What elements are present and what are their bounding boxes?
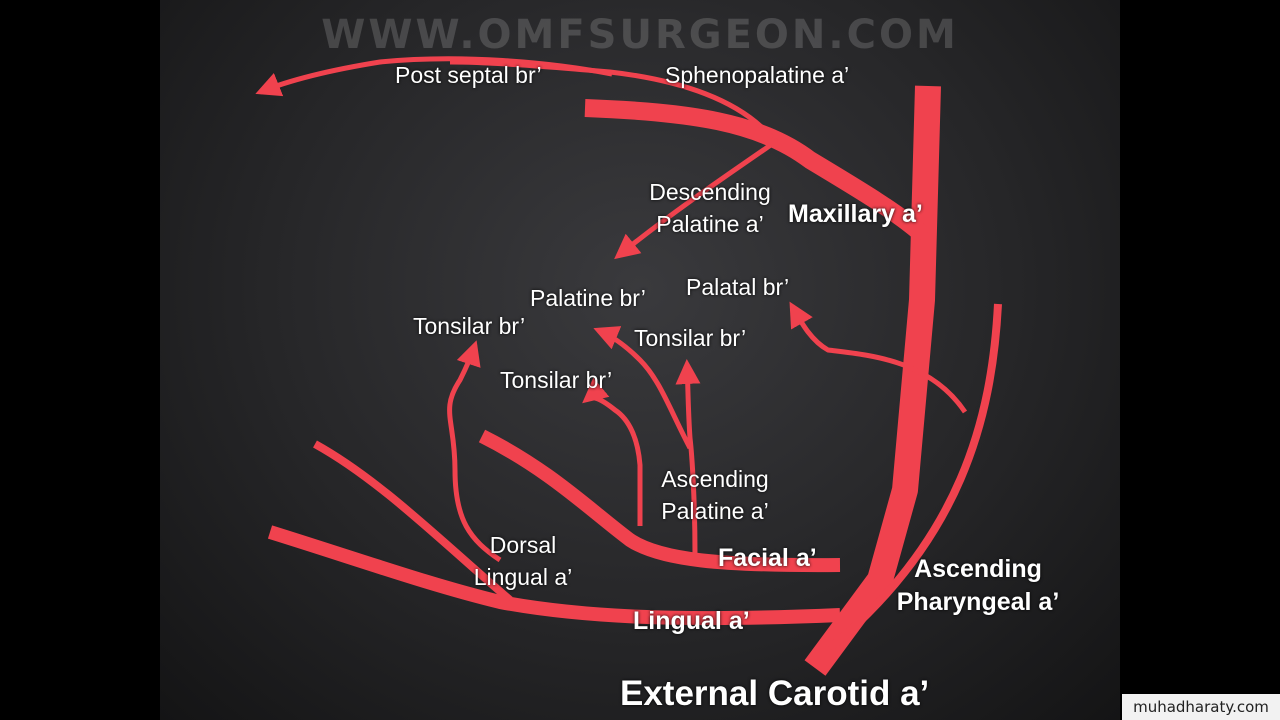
- post-septal-branch: [255, 56, 613, 97]
- artery-diagram: [255, 56, 1002, 676]
- watermark: WWW.OMFSURGEON.COM: [321, 12, 959, 58]
- lingual-artery: [267, 525, 841, 626]
- label-tonsilar-left: Tonsilar br’: [413, 313, 526, 339]
- label-maxillary: Maxillary a’: [788, 200, 923, 228]
- lingual-upper-branch: [313, 440, 513, 604]
- site-tag: muhadharaty.com: [1122, 694, 1280, 720]
- label-ascending-palatine-2: Palatine a’: [661, 498, 769, 524]
- palatal-branch: [789, 301, 968, 414]
- label-descending-1: Descending: [649, 179, 771, 205]
- label-asc-pharyngeal-1: Ascending: [914, 555, 1042, 583]
- palatine-branch: [593, 326, 693, 450]
- label-palatine-br: Palatine br’: [530, 285, 646, 311]
- facial-artery: [478, 429, 841, 573]
- label-asc-pharyngeal-2: Pharyngeal a’: [896, 588, 1060, 616]
- maxillary-artery: [584, 99, 931, 243]
- descending-palatine-artery: [614, 137, 780, 260]
- label-tonsilar-mid: Tonsilar br’: [500, 367, 613, 393]
- label-dorsal-2: Lingual a’: [473, 564, 573, 590]
- ascending-pharyngeal-artery: [827, 303, 1002, 652]
- label-ascending-palatine-1: Ascending: [661, 466, 769, 492]
- label-palatal-br: Palatal br’: [686, 274, 790, 300]
- label-descending-2: Palatine a’: [656, 211, 764, 237]
- label-post-septal: Post septal br’: [395, 62, 542, 88]
- dorsal-lingual-branch: [447, 340, 502, 563]
- label-facial: Facial a’: [718, 544, 817, 572]
- label-tonsilar-right: Tonsilar br’: [634, 325, 747, 351]
- tonsilar-branch-right: [675, 359, 701, 556]
- label-external-carotid: External Carotid a’: [620, 674, 930, 713]
- label-lingual: Lingual a’: [633, 607, 750, 635]
- ascending-palatine-artery: [582, 377, 643, 526]
- label-sphenopalatine: Sphenopalatine a’: [665, 62, 850, 88]
- slide: WWW.OMFSURGEON.COM: [160, 0, 1120, 720]
- label-dorsal-1: Dorsal: [489, 532, 557, 558]
